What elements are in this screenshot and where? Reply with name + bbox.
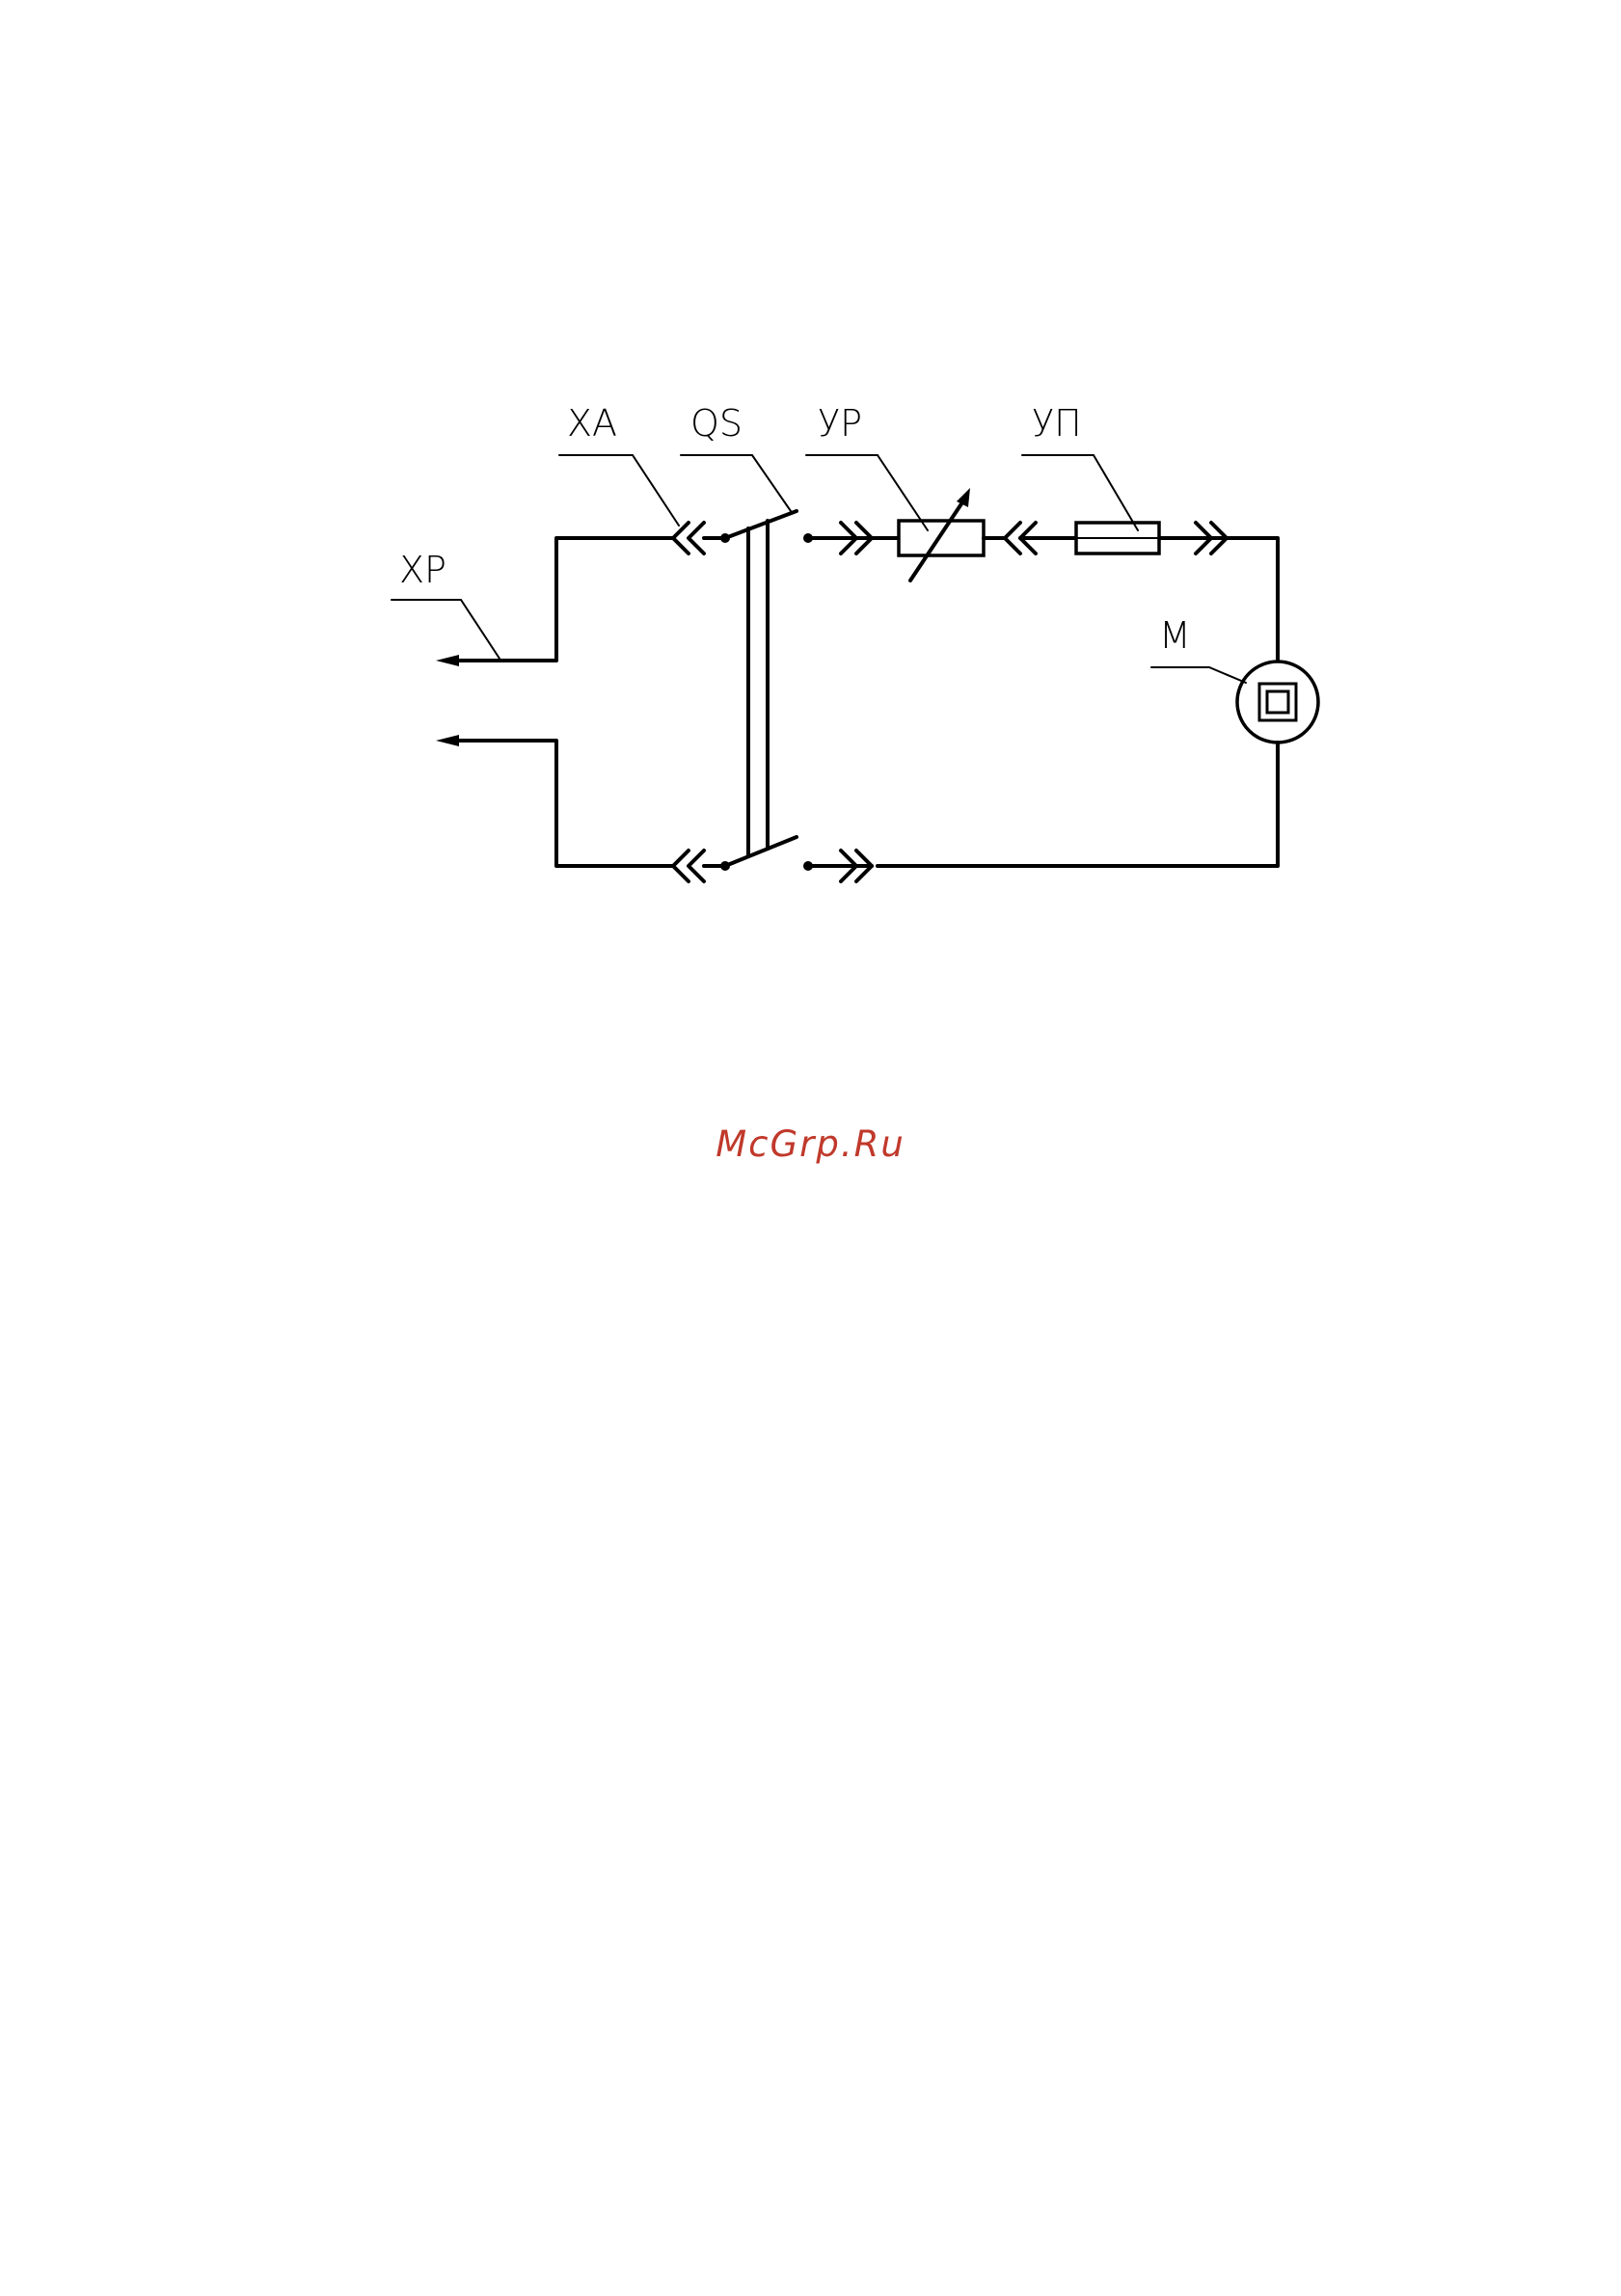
- motor-m: [878, 662, 1318, 866]
- connector-middle: [1005, 523, 1076, 554]
- switch-qs: [720, 511, 813, 871]
- label-yn: УП: [1032, 402, 1082, 445]
- leader-lines: [392, 455, 1246, 683]
- label-xa: XA: [567, 402, 617, 445]
- label-xp: XP: [399, 549, 446, 591]
- connector-xa: [673, 523, 723, 881]
- label-yp: УР: [818, 402, 862, 445]
- bottom-branch: [808, 851, 872, 881]
- label-m: M: [1159, 614, 1191, 657]
- label-qs: QS: [690, 402, 743, 445]
- watermark: McGrp.Ru: [0, 1123, 1621, 1165]
- rheostat-yp: [899, 488, 1005, 581]
- plug-xp: [436, 538, 673, 866]
- top-branch: [808, 523, 899, 554]
